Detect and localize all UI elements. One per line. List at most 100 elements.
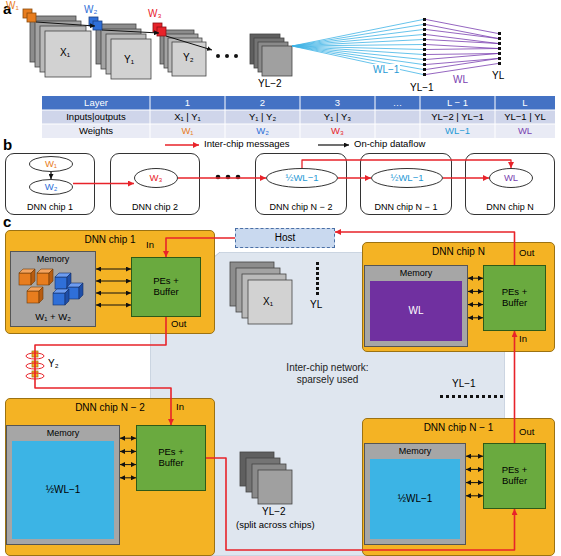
- chip-label: DNN chip 2: [132, 202, 178, 212]
- ellipse-shape: [30, 180, 73, 195]
- table-cell: 3: [300, 96, 375, 110]
- inter-chip-message: [73, 183, 134, 184]
- memory-block: Memory½WL−1: [364, 443, 466, 545]
- cell-text: X₁ | Y₁: [174, 112, 201, 123]
- pe-buffer-block: PEs + Buffer: [131, 257, 201, 317]
- weight-block: WL: [370, 281, 462, 341]
- signal-label: YL−2: [258, 78, 282, 90]
- label-slot: Out: [171, 319, 186, 330]
- legend-slot: On-chip dataflow: [354, 139, 425, 150]
- table-cell: Y₁ | Y₂: [225, 110, 300, 124]
- on-chip-dataflow: [96, 305, 131, 306]
- on-chip-dataflow: [468, 317, 483, 318]
- fc-fan-purple: [426, 20, 498, 75]
- on-chip-dataflow: [120, 464, 136, 465]
- inter-chip-message: [338, 177, 371, 178]
- signal-label: In: [176, 402, 184, 413]
- on-chip-dataflow: [120, 438, 136, 439]
- weight-cubes: [17, 267, 85, 307]
- cell-text: W₂: [256, 126, 269, 137]
- chip-label: DNN chip N − 1: [424, 422, 494, 434]
- label-slot: X₁: [60, 47, 70, 59]
- table-cell: Layer: [42, 96, 150, 110]
- signal-label: Out: [171, 319, 186, 330]
- label-slot: YL−1: [410, 82, 434, 94]
- conv-arrows: [36, 22, 212, 50]
- on-chip-dataflow: [50, 172, 51, 179]
- ellipse-shape: [372, 169, 443, 188]
- signal-label: Y₂: [183, 52, 194, 64]
- network-label: Inter-chip network: sparsely used: [273, 362, 383, 385]
- on-chip-dataflow: [96, 293, 131, 294]
- weight-ellipse: W₂: [29, 179, 73, 195]
- feature-map-stack: [30, 16, 292, 79]
- label-slot: WL−1: [372, 64, 400, 76]
- signal-label: Out: [519, 427, 534, 438]
- label-slot: W₁: [6, 0, 19, 12]
- weight-label: ½WL−1: [390, 173, 423, 184]
- ellipse-shape: [135, 169, 178, 188]
- pe-label: PEs + Buffer: [493, 465, 537, 487]
- signal-label: W₁: [6, 0, 19, 12]
- chip-label: DNN chip N − 2: [75, 402, 145, 414]
- ellipse-shape: [30, 157, 73, 172]
- signal-label: X₁: [60, 47, 70, 59]
- on-chip-dataflow: [466, 482, 483, 483]
- inter-chip-message: [178, 177, 266, 178]
- signal-label: YL−1: [410, 82, 434, 94]
- host-box: Host: [235, 228, 335, 248]
- cell-text: WL−1: [445, 126, 470, 137]
- label-slot: YL−2: [262, 506, 286, 518]
- pe-buffer-block: PEs + Buffer: [483, 443, 546, 509]
- cell-text: W₁: [181, 126, 193, 137]
- label-slot: b: [3, 136, 12, 153]
- chip-box: DNN chip N − 1½WL−1: [360, 153, 452, 215]
- label-slot: Y₂: [183, 52, 194, 64]
- weight-ellipse: WL: [489, 168, 533, 188]
- ellipse-shape: [267, 169, 338, 188]
- table-cell: L: [495, 96, 555, 110]
- table-cell: Inputs|outputs: [42, 110, 150, 124]
- signal-label: YL: [310, 299, 322, 311]
- label-slot: W₃: [148, 8, 162, 20]
- chip-box: DNN chip 2W₃: [110, 153, 200, 215]
- table-cell: WL: [495, 124, 555, 138]
- label-slot: X₁: [263, 296, 273, 308]
- memory-label: Memory: [11, 252, 95, 264]
- cell-text: L: [522, 98, 527, 109]
- label-slot: YL: [492, 70, 504, 82]
- weight-label: ½WL−1: [285, 173, 318, 184]
- memory-block: MemoryW₁ + W₂: [10, 251, 96, 327]
- on-chip-dataflow: [468, 304, 483, 305]
- signal-label: X₁: [263, 296, 273, 308]
- table-cell: 1: [150, 96, 225, 110]
- on-chip-dataflow: [120, 477, 136, 478]
- cell-text: WL: [518, 126, 532, 137]
- signal-label: (split across chips): [236, 520, 315, 531]
- neuron-columns: [423, 18, 501, 76]
- cell-text: …: [393, 98, 403, 109]
- label-slot: Out: [519, 248, 534, 259]
- weight-ellipse: ½WL−1: [371, 168, 443, 188]
- legend-text: On-chip dataflow: [354, 139, 425, 150]
- dnn-chip: DNN chip N − 2Memory½WL−1PEs + Buffer: [5, 398, 215, 556]
- chip-label: DNN chip N − 2: [270, 202, 333, 212]
- pe-label: PEs + Buffer: [149, 447, 193, 469]
- weight-label: W₁: [45, 159, 57, 170]
- label-slot: Y₁: [124, 54, 134, 66]
- signal-label: WL: [452, 74, 469, 86]
- ellipse-shape: [490, 169, 533, 188]
- cell-text: Y₁ | Y₂: [249, 112, 276, 123]
- chip-label: DNN chip 1: [84, 234, 135, 246]
- weight-ellipse: W₁: [29, 156, 73, 172]
- inter-chip-message: [443, 177, 489, 178]
- signal-label: Out: [519, 248, 534, 259]
- label-slot: YL: [310, 299, 322, 311]
- inter-chip-message: [335, 232, 515, 265]
- signal-label: WL−1: [372, 64, 400, 76]
- chip-box: DNN chip N − 2 ½WL−1: [255, 153, 347, 215]
- label-slot: (split across chips): [236, 520, 315, 531]
- cell-text: L − 1: [447, 98, 468, 109]
- memory-label: Memory: [365, 266, 467, 278]
